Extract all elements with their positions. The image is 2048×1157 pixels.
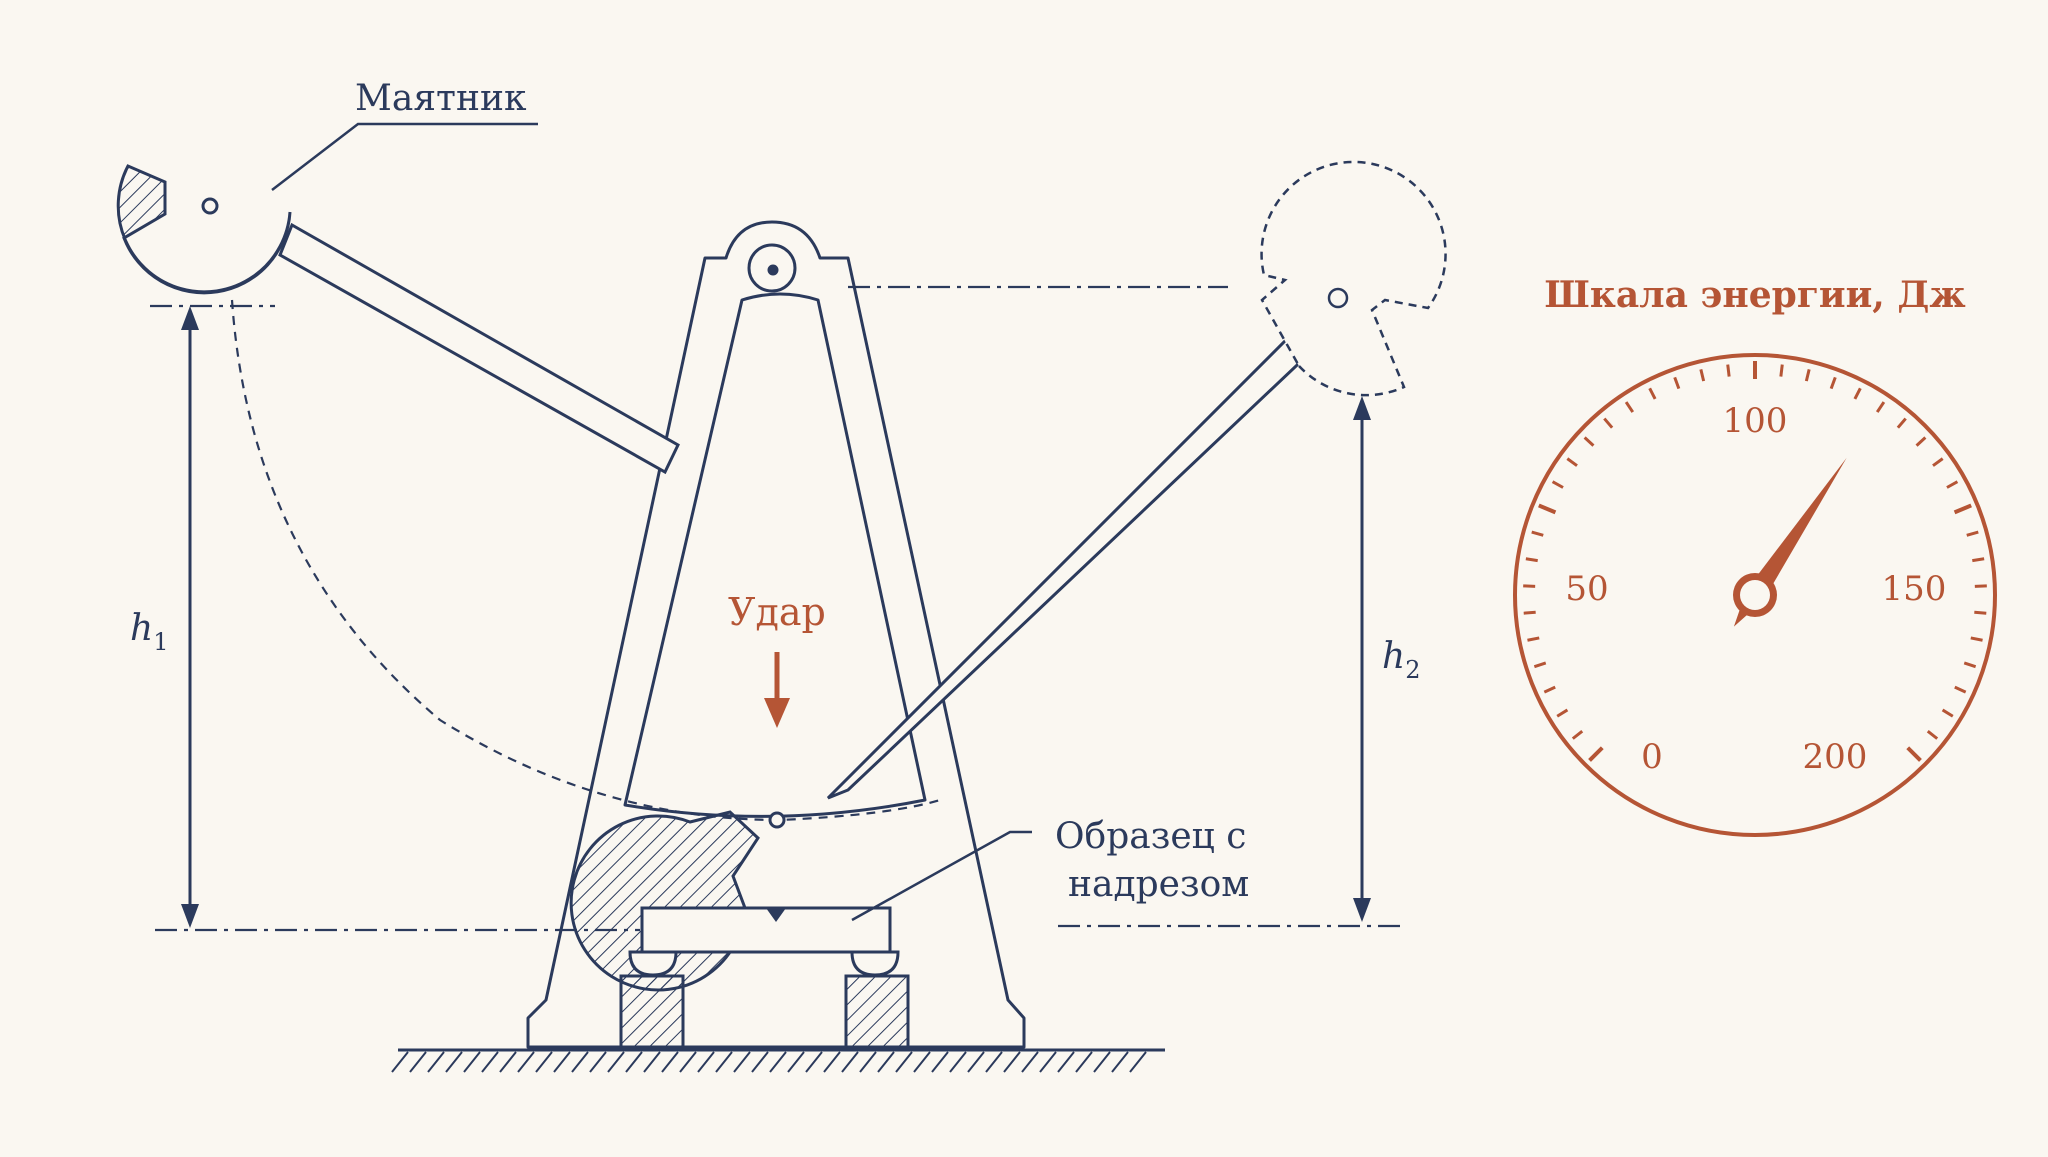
gauge-tick bbox=[1539, 505, 1556, 512]
gauge-tick bbox=[1604, 419, 1612, 428]
left-support bbox=[621, 976, 683, 1047]
gauge-tick bbox=[1964, 663, 1975, 667]
gauge-tick bbox=[1544, 687, 1555, 692]
gauge-tick bbox=[1675, 377, 1679, 388]
gauge-label-100: 100 bbox=[1723, 401, 1788, 441]
gauge-tick bbox=[1626, 402, 1633, 412]
left-anvil bbox=[630, 952, 676, 975]
gauge-tick bbox=[1898, 419, 1906, 428]
gauge-tick bbox=[1573, 731, 1582, 738]
pendulum-label: Маятник bbox=[355, 78, 527, 119]
gauge-tick bbox=[1917, 438, 1926, 446]
gauge-tick bbox=[1532, 532, 1544, 535]
gauge-tick bbox=[1967, 532, 1979, 535]
gauge-tick bbox=[1806, 369, 1809, 381]
gauge-tick bbox=[1855, 388, 1860, 399]
gauge-tick bbox=[1955, 687, 1966, 692]
h1-label: h1 bbox=[130, 608, 168, 656]
impact-arrow bbox=[764, 652, 790, 728]
specimen-assembly bbox=[621, 908, 908, 1047]
gauge-tick bbox=[1701, 369, 1704, 381]
h2-label: h2 bbox=[1382, 636, 1420, 684]
gauge-tick bbox=[1567, 459, 1577, 466]
gauge-tick bbox=[1831, 377, 1835, 388]
gauge-tick bbox=[1972, 559, 1984, 561]
gauge-label-200: 200 bbox=[1803, 737, 1868, 777]
gauge-tick bbox=[1590, 748, 1603, 761]
gauge-tick bbox=[1534, 663, 1545, 667]
h2-dimension bbox=[1353, 396, 1371, 922]
specimen-label-line2: надрезом bbox=[1068, 864, 1249, 905]
impact-label: Удар bbox=[728, 590, 826, 634]
gauge-label-0: 0 bbox=[1641, 737, 1663, 777]
gauge-label-150: 150 bbox=[1882, 569, 1947, 609]
gauge-tick bbox=[1585, 438, 1594, 446]
ground bbox=[392, 1050, 1165, 1072]
gauge-tick bbox=[1933, 459, 1943, 466]
gauge-tick bbox=[1553, 482, 1563, 488]
gauge-hub-inner bbox=[1740, 580, 1770, 610]
gauge-tick bbox=[1526, 559, 1538, 561]
gauge-tick bbox=[1971, 638, 1983, 640]
gauge-tick bbox=[1974, 612, 1986, 613]
gauge-tick bbox=[1955, 505, 1972, 512]
pendulum-leader bbox=[272, 124, 538, 190]
gauge-tick bbox=[1524, 612, 1536, 613]
gauge-title: Шкала энергии, Дж bbox=[1544, 274, 1965, 316]
specimen bbox=[642, 908, 890, 952]
right-support bbox=[846, 976, 908, 1047]
pendulum-start bbox=[118, 166, 678, 472]
h1-dimension bbox=[181, 306, 199, 928]
gauge-tick bbox=[1877, 402, 1884, 412]
gauge-tick bbox=[1728, 365, 1729, 377]
gauge-tick bbox=[1650, 388, 1655, 399]
energy-gauge: Шкала энергии, Дж 0 50 100 150 200 bbox=[1515, 274, 1995, 835]
gauge-tick bbox=[1781, 365, 1782, 377]
gauge-tick bbox=[1928, 731, 1937, 738]
gauge-label-50: 50 bbox=[1565, 569, 1608, 609]
gauge-tick bbox=[1947, 482, 1957, 488]
gauge-tick bbox=[1908, 748, 1921, 761]
gauge-tick bbox=[1557, 710, 1567, 716]
gauge-tick bbox=[1943, 710, 1953, 716]
gauge-tick bbox=[1527, 638, 1539, 640]
right-anvil bbox=[852, 952, 898, 975]
specimen-label-line1: Образец с bbox=[1055, 816, 1246, 857]
